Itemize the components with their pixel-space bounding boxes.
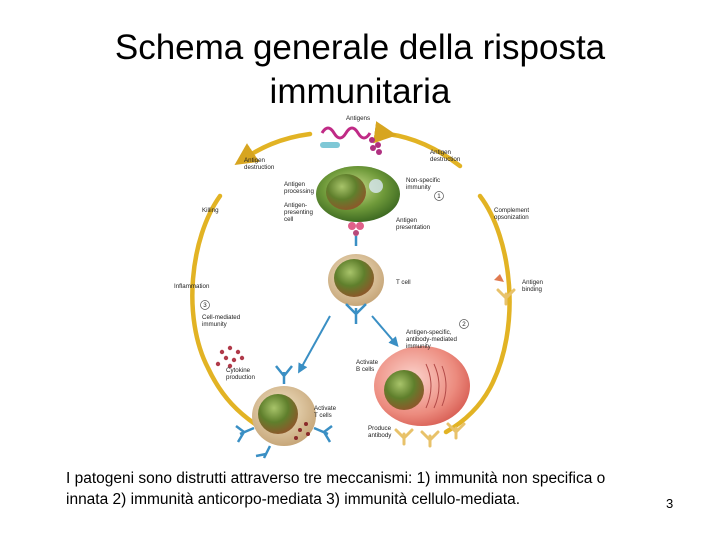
label-activate-b-1: Activate	[356, 359, 379, 366]
label-complement-1: Complement	[494, 207, 529, 214]
label-antigen-processing-2: processing	[284, 188, 314, 195]
antibody	[420, 430, 440, 448]
label-antigen-destruction-left-2: destruction	[244, 164, 275, 171]
cytokine-dots	[215, 345, 245, 369]
immune-response-svg: Antigens Antigen destruction Antigen des…	[174, 115, 544, 459]
antigen-triangle	[494, 274, 504, 282]
slide-title: Schema generale della risposta immunitar…	[60, 26, 660, 114]
label-cytokine-2: production	[226, 374, 255, 381]
label-antigen-presenting-3: cell	[284, 216, 293, 223]
antigen-dot	[369, 137, 375, 143]
label-cell-mediated-1: Cell-mediated	[202, 314, 241, 321]
antigen-presenting-cell	[316, 166, 400, 222]
antigen-dot	[375, 142, 381, 148]
slide-caption: I patogeni sono distrutti attraverso tre…	[66, 470, 606, 508]
label-cell-mediated-2: immunity	[202, 321, 228, 328]
label-antibody-mediated-1: Antigen-specific,	[406, 329, 452, 336]
immune-response-diagram: Antigens Antigen destruction Antigen des…	[160, 108, 560, 460]
slide-title-line-1: Schema generale della risposta	[114, 28, 606, 67]
label-inflammation: Inflammation	[174, 283, 210, 290]
label-antigen-presenting-2: presenting	[284, 209, 313, 216]
arc-top-right	[373, 121, 463, 169]
antigens-group	[320, 126, 382, 155]
label-cytokine-1: Cytokine	[226, 367, 251, 374]
mhc-receptor	[348, 222, 364, 246]
label-antigen-binding-1: Antigen	[522, 279, 544, 286]
label-antigen-destruction-right-2: destruction	[430, 156, 461, 163]
label-produce-antibody-1: Produce	[368, 425, 392, 432]
arc-right	[443, 193, 512, 435]
label-antigens: Antigens	[346, 115, 370, 122]
arc-left	[190, 193, 261, 429]
arrow-to-tcell	[298, 315, 331, 374]
label-nonspecific-2: immunity	[406, 184, 432, 191]
label-antigen-binding-2: binding	[522, 286, 543, 293]
antibody	[446, 422, 466, 440]
antibody	[496, 288, 516, 306]
label-complement-2: opsonization	[494, 214, 529, 221]
slide-title-line-2: immunitaria	[269, 72, 451, 111]
antigen-rod	[320, 142, 340, 148]
arrow-to-bcell	[371, 315, 399, 348]
page-number: 3	[666, 496, 674, 511]
diagram-labels: Antigens Antigen destruction Antigen des…	[174, 115, 544, 439]
t-cell	[328, 254, 384, 306]
label-antigen-presentation-1: Antigen	[396, 217, 418, 224]
t-cell-receptor	[345, 303, 367, 324]
label-num-1: 1	[437, 193, 441, 200]
label-antigen-destruction-left-1: Antigen	[244, 157, 266, 164]
antibody	[394, 428, 414, 446]
label-antigen-destruction-right-1: Antigen	[430, 149, 452, 156]
t-cell-receptors	[235, 365, 333, 459]
label-activate-b-2: B cells	[356, 366, 374, 373]
label-num-3: 3	[203, 302, 207, 309]
label-killing: Killing	[202, 207, 219, 214]
label-produce-antibody-2: antibody	[368, 432, 392, 439]
label-t-cell: T cell	[396, 279, 411, 286]
antigen-dot	[376, 149, 382, 155]
antibodies	[394, 288, 516, 448]
label-activate-t-2: T cells	[314, 412, 332, 419]
plasma-cell	[374, 346, 470, 426]
label-antigen-presentation-2: presentation	[396, 224, 431, 231]
label-activate-t-1: Activate	[314, 405, 337, 412]
label-nonspecific-1: Non-specific	[406, 177, 440, 184]
label-num-2: 2	[462, 321, 466, 328]
label-antigen-presenting-1: Antigen-	[284, 202, 307, 209]
label-antigen-processing-1: Antigen	[284, 181, 306, 188]
label-antibody-mediated-3: immunity	[406, 343, 432, 350]
cycle-arrows	[190, 121, 512, 435]
label-antibody-mediated-2: antibody-mediated	[406, 336, 457, 343]
arc-top-left	[234, 131, 313, 165]
antigen-worm	[320, 126, 372, 140]
pathway-arrows	[298, 315, 399, 374]
antigen-dot	[370, 145, 376, 151]
activated-t-cell	[252, 386, 316, 446]
